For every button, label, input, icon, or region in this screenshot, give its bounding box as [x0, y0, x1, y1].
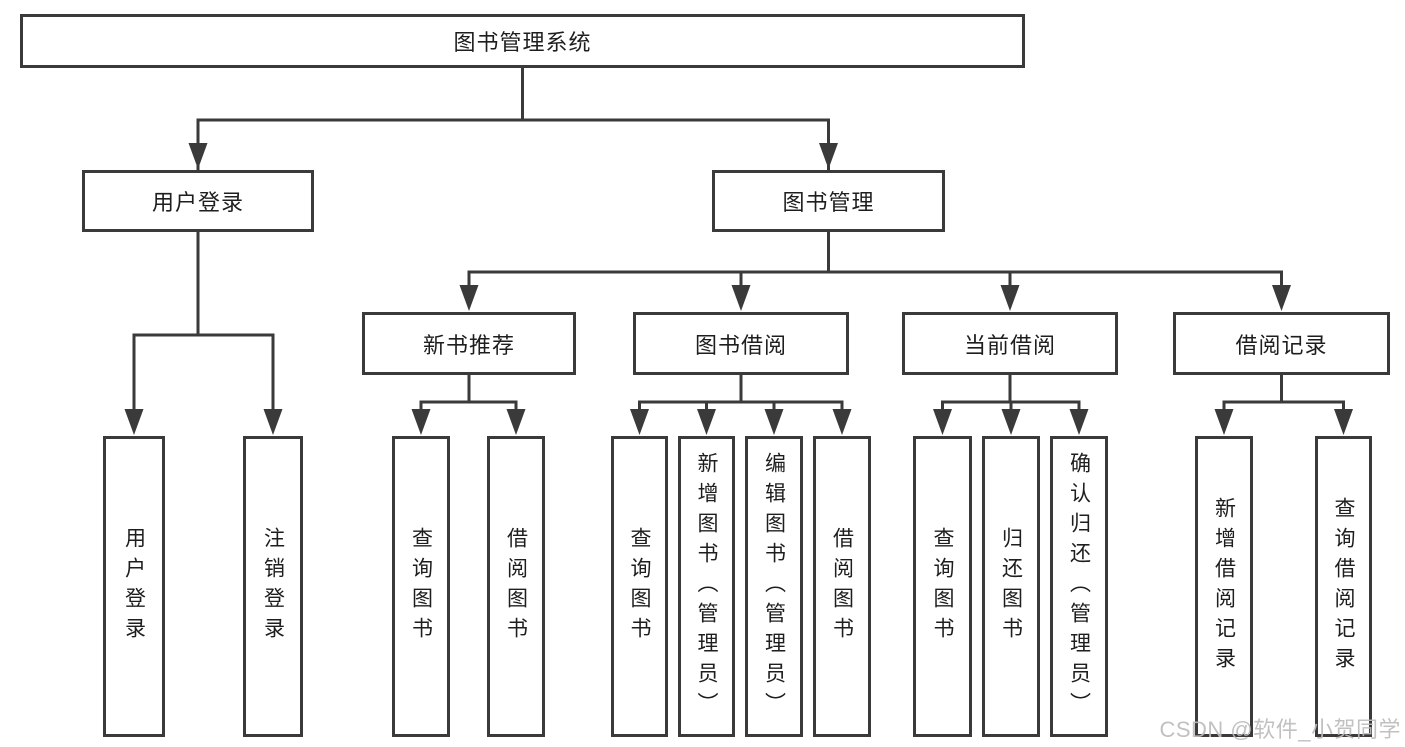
leaf-logout: 注销登录: [243, 436, 303, 737]
leaf-borrow-books-recommend: 借阅图书: [487, 436, 545, 737]
node-new-book-recommend: 新书推荐: [362, 312, 576, 375]
leaf-user-login-label: 用户登录: [122, 526, 146, 647]
leaf-confirm-return-admin-label: 确认归还（管理员）: [1067, 451, 1091, 722]
node-book-management: 图书管理: [712, 170, 945, 232]
leaf-return-book-label: 归还图书: [999, 526, 1023, 647]
leaf-query-books-recommend-label: 查询图书: [409, 526, 433, 647]
leaf-query-borrow-record-label: 查询借阅记录: [1332, 496, 1356, 677]
leaf-borrow-books-label: 借阅图书: [830, 526, 854, 647]
leaf-borrow-books: 借阅图书: [813, 436, 871, 737]
leaf-edit-book-admin: 编辑图书（管理员）: [745, 436, 803, 737]
leaf-return-book: 归还图书: [982, 436, 1040, 737]
leaf-edit-book-admin-label: 编辑图书（管理员）: [762, 451, 786, 722]
leaf-add-book-admin: 新增图书（管理员）: [678, 436, 735, 737]
leaf-borrow-books-recommend-label: 借阅图书: [504, 526, 528, 647]
node-current-borrow: 当前借阅: [902, 312, 1118, 375]
node-user-login: 用户登录: [82, 170, 314, 232]
leaf-query-books-borrow-label: 查询图书: [628, 526, 652, 647]
leaf-query-books-borrow: 查询图书: [611, 436, 668, 737]
leaf-query-books-current-label: 查询图书: [931, 526, 955, 647]
leaf-query-books-current: 查询图书: [913, 436, 972, 737]
leaf-add-book-admin-label: 新增图书（管理员）: [695, 451, 719, 722]
leaf-query-borrow-record: 查询借阅记录: [1315, 436, 1372, 737]
leaf-query-books-recommend: 查询图书: [392, 436, 450, 737]
leaf-logout-label: 注销登录: [261, 526, 285, 647]
leaf-add-borrow-record: 新增借阅记录: [1195, 436, 1253, 737]
node-book-borrow: 图书借阅: [633, 312, 849, 375]
leaf-add-borrow-record-label: 新增借阅记录: [1212, 496, 1236, 677]
leaf-user-login: 用户登录: [103, 436, 165, 737]
leaf-confirm-return-admin: 确认归还（管理员）: [1050, 436, 1108, 737]
node-root-system: 图书管理系统: [20, 14, 1025, 68]
node-borrow-records: 借阅记录: [1173, 312, 1390, 375]
csdn-watermark: CSDN @软件_小贺同学: [1159, 717, 1401, 742]
